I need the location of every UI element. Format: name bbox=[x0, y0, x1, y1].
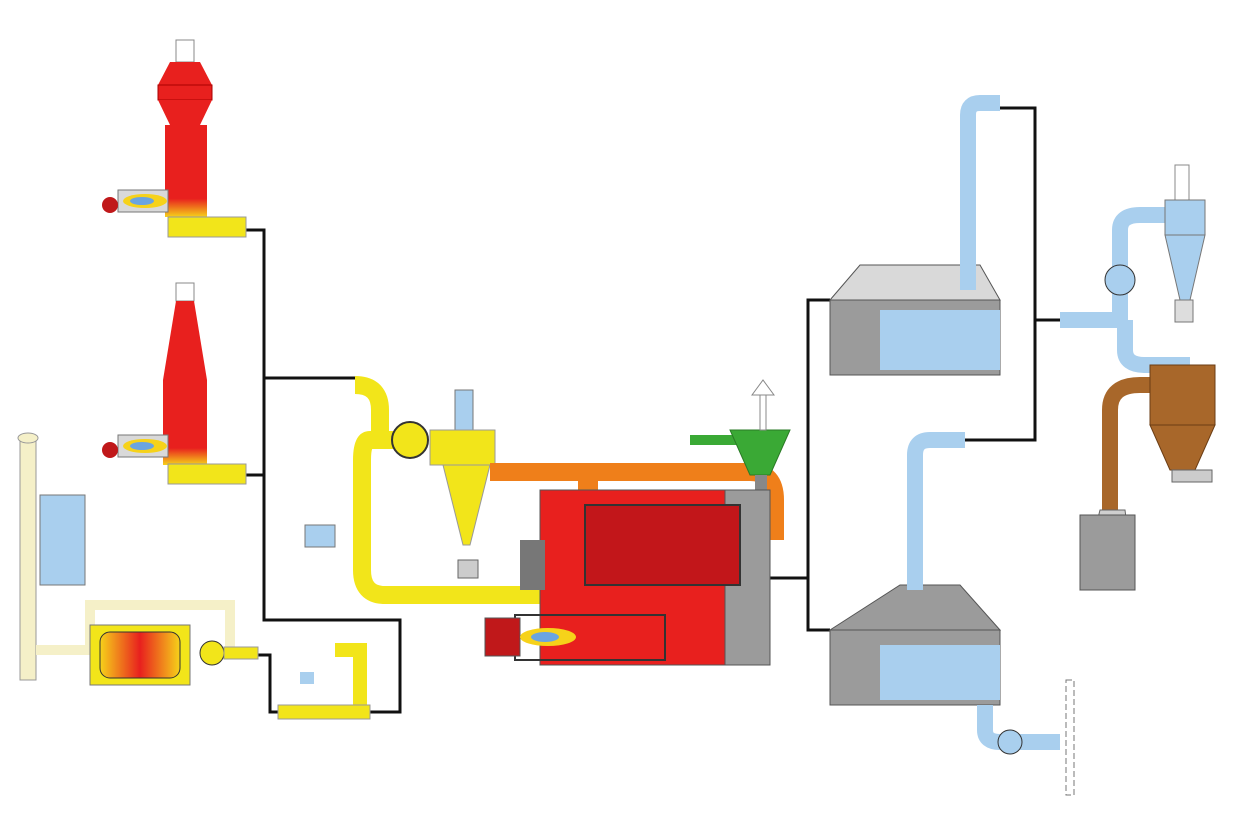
cooling-tray-bottom bbox=[828, 584, 1002, 706]
exhaust-duct bbox=[304, 376, 545, 604]
green-bean-hopper bbox=[690, 379, 791, 490]
heat-recovery-unit bbox=[17, 432, 259, 686]
exhaust-fan-icon bbox=[391, 421, 429, 459]
chaff-cyclone-blue bbox=[1164, 164, 1206, 323]
cooling-fan-icon bbox=[997, 729, 1023, 755]
cooling-tray-top bbox=[828, 264, 1001, 376]
auxiliary-inlet-duct bbox=[277, 643, 371, 720]
cyclone-fan-icon bbox=[1104, 264, 1136, 296]
afterburner-tower-top bbox=[102, 39, 247, 238]
roaster bbox=[484, 489, 771, 666]
exterior-wall bbox=[1065, 679, 1075, 796]
destoner-cyclone bbox=[1079, 364, 1216, 591]
afterburner-tower-middle bbox=[102, 282, 247, 485]
connector-lines bbox=[245, 106, 1060, 714]
